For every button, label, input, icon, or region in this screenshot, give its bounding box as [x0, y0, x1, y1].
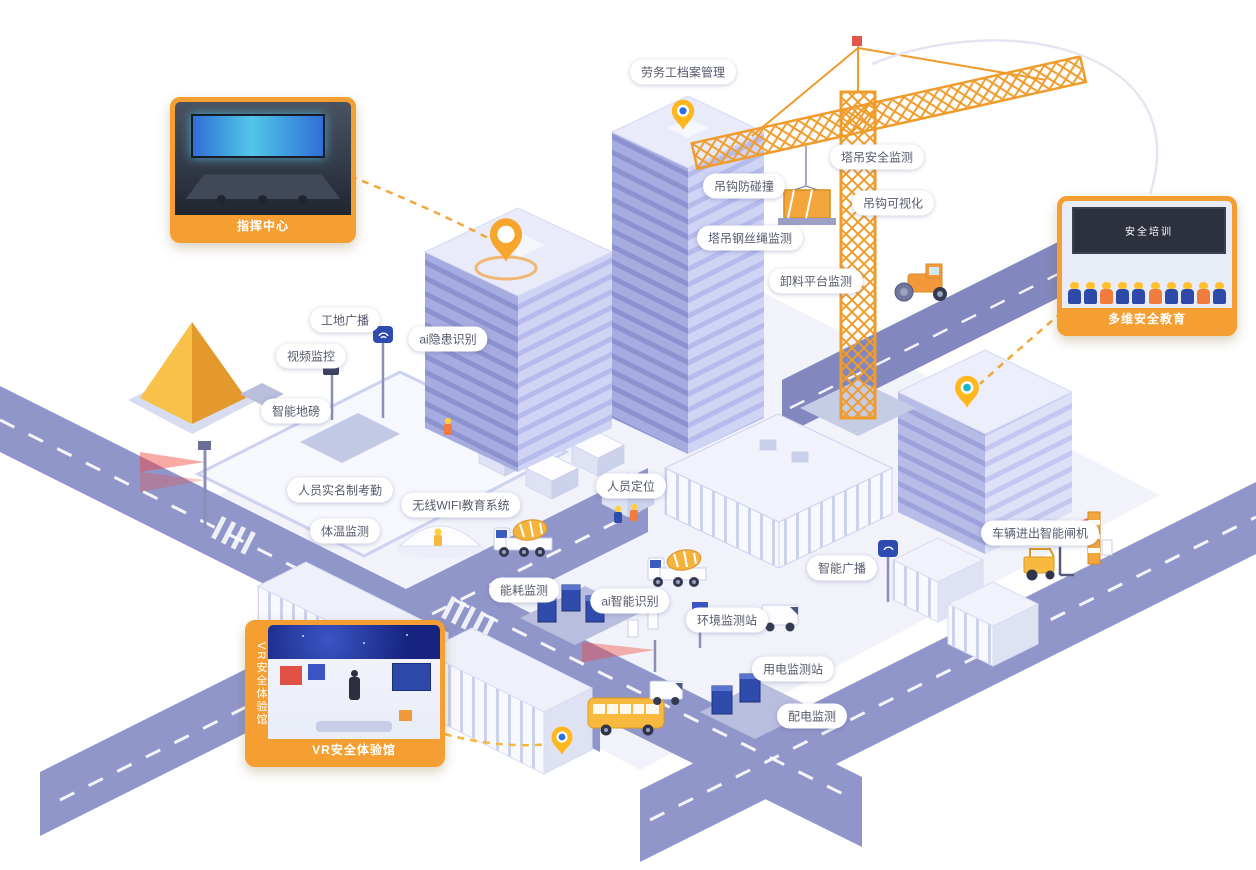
- red-scan-beam: [140, 452, 205, 472]
- crane-jib: [690, 55, 1088, 171]
- white-van: [649, 680, 683, 706]
- vr-ceiling: [268, 625, 440, 660]
- vr-visitor: [348, 670, 360, 701]
- label-energy-monitoring: 能耗监测: [488, 577, 560, 603]
- command-center-photo: [175, 102, 351, 215]
- label-environment-monitoring-station: 环境监测站: [685, 607, 769, 633]
- command-center-caption: 指挥中心: [236, 219, 289, 233]
- crane-hook-load: [778, 146, 836, 225]
- blackboard-text: 安全培训: [1124, 227, 1173, 239]
- vr-card-side-text: VR安全体验馆: [255, 642, 267, 727]
- label-real-name-attendance: 人员实名制考勤: [286, 477, 394, 503]
- broadcast-speaker-pole: [373, 326, 393, 418]
- white-van: [761, 604, 799, 632]
- building-mid-low: [663, 413, 894, 569]
- label-unloading-platform-monitoring: 卸料平台监测: [768, 268, 864, 294]
- label-ai-hazard-identification: ai隐患识别: [408, 326, 488, 352]
- label-smart-broadcast: 智能广播: [806, 555, 878, 581]
- card-vr-experience: VR安全体验馆 VR安全体验馆: [245, 620, 445, 767]
- vr-equipment: [399, 709, 413, 721]
- label-hook-visualization: 吊钩可视化: [851, 190, 935, 216]
- chair: [257, 194, 267, 204]
- command-center-screen: [190, 114, 326, 158]
- security-pole-left: [140, 441, 211, 528]
- location-pin-large: [489, 218, 523, 262]
- vr-poster: [280, 666, 303, 686]
- trainee-workers: [1066, 281, 1228, 305]
- label-crane-wire-rope-monitoring: 塔吊钢丝绳监测: [696, 225, 804, 251]
- vr-poster: [307, 663, 325, 680]
- location-pin: [551, 726, 573, 755]
- label-ai-recognition: ai智能识别: [590, 588, 670, 614]
- office-building-right: [896, 349, 1074, 554]
- school-bus: [587, 697, 665, 736]
- turnstile-gate: [582, 611, 659, 672]
- safety-education-caption: 多维安全教育: [1107, 312, 1186, 326]
- power-distribution-boxes: [700, 673, 815, 739]
- label-vehicle-gate: 车辆进出智能闸机: [980, 520, 1100, 546]
- label-power-distribution-monitoring: 配电监测: [776, 703, 848, 729]
- blackboard: 安全培训: [1072, 207, 1226, 255]
- chair: [217, 194, 227, 204]
- label-smart-weighbridge: 智能地磅: [260, 398, 332, 424]
- card-command-center: 指挥中心: [170, 97, 356, 243]
- road-roller: [894, 263, 947, 302]
- location-pin: [955, 375, 979, 408]
- label-video-surveillance: 视频监控: [275, 343, 347, 369]
- label-wifi-education-system: 无线WIFI教育系统: [401, 492, 521, 518]
- vr-screen: [391, 662, 432, 691]
- crosswalk: [211, 516, 496, 640]
- label-labor-archive-management: 劳务工档案管理: [629, 59, 737, 85]
- office-building-tall: [610, 95, 766, 454]
- map-pins: [474, 99, 979, 755]
- chair: [298, 194, 308, 204]
- weighbridge-pad: [300, 413, 400, 463]
- label-tower-crane-safety-monitoring: 塔吊安全监测: [829, 144, 925, 170]
- vr-experience-photo: [268, 625, 440, 739]
- vr-experience-caption: VR安全体验馆: [312, 743, 396, 757]
- forklift: [1023, 547, 1074, 581]
- label-personnel-positioning: 人员定位: [595, 473, 667, 499]
- glass-pyramid: [128, 322, 284, 434]
- broadcast-speaker-right: [878, 540, 898, 602]
- label-temperature-monitoring: 体温监测: [309, 518, 381, 544]
- label-electricity-monitoring-station: 用电监测站: [751, 656, 835, 682]
- workers: [444, 417, 638, 523]
- vehicles: [493, 263, 1074, 736]
- safety-education-photo: 安全培训: [1062, 201, 1232, 308]
- location-pin: [671, 99, 695, 130]
- white-buildings-right: [891, 537, 1040, 667]
- wifi-education-canopy: [396, 525, 484, 558]
- label-hook-anti-collision: 吊钩防碰撞: [702, 173, 786, 199]
- red-scan-beam: [582, 642, 655, 662]
- card-safety-education: 安全培训 多维安全教育: [1057, 196, 1237, 336]
- label-site-broadcast: 工地广播: [309, 307, 381, 333]
- vr-platform: [316, 720, 392, 733]
